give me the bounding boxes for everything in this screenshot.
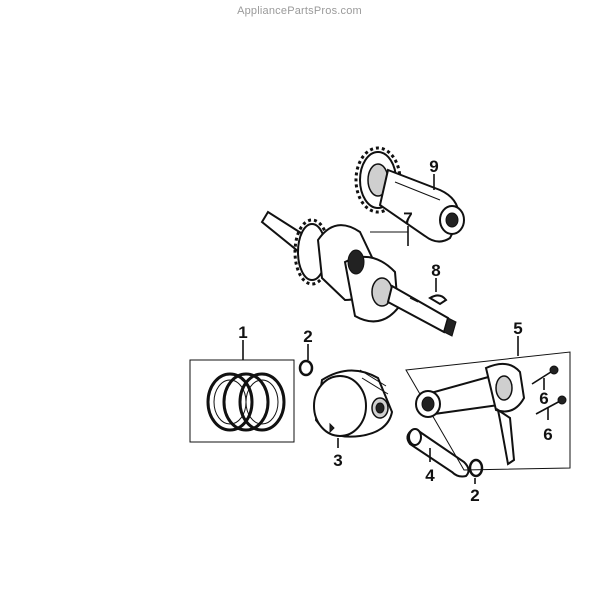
watermark: AppliancePartsPros.com — [237, 5, 362, 17]
callout-2-upper: 2 — [303, 327, 312, 346]
callout-3: 3 — [333, 451, 342, 470]
crankshaft-part[interactable] — [260, 210, 457, 337]
connecting-rod-bolt-upper-part[interactable] — [531, 365, 559, 385]
callout-8: 8 — [431, 261, 440, 280]
callout-5: 5 — [513, 319, 522, 338]
callout-2-lower: 2 — [470, 486, 479, 505]
piston-pin-clip-lower-part[interactable] — [468, 458, 484, 478]
woodruff-key-part[interactable] — [428, 294, 448, 306]
camshaft-part[interactable] — [354, 146, 465, 243]
callout-4: 4 — [425, 466, 435, 485]
connecting-rod-bolt-lower-part[interactable] — [535, 395, 567, 415]
piston-pin-clip-upper-part[interactable] — [298, 359, 314, 377]
callout-1: 1 — [238, 323, 247, 342]
piston-part[interactable] — [313, 369, 394, 438]
callout-6-lower: 6 — [543, 425, 552, 444]
callout-6-upper: 6 — [539, 389, 548, 408]
piston-ring-set-part[interactable] — [189, 359, 295, 443]
connecting-rod-assembly-part[interactable] — [405, 351, 571, 471]
callout-9: 9 — [429, 157, 438, 176]
piston-pin-part[interactable] — [406, 428, 470, 478]
callout-7: 7 — [403, 209, 412, 228]
leader-lines — [242, 174, 549, 484]
